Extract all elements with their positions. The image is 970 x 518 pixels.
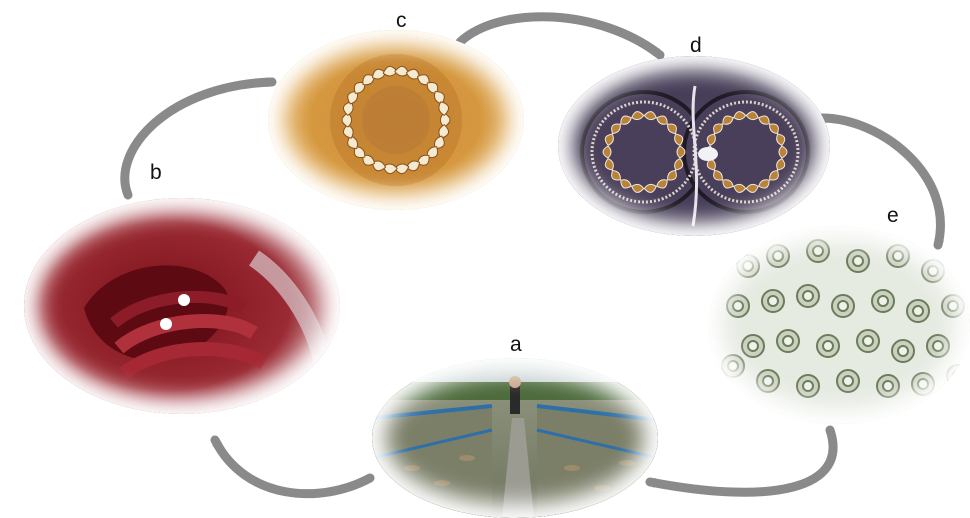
arrow-e-to-a: [650, 430, 833, 492]
arrow-c-to-d: [460, 17, 660, 55]
arrow-b-to-c: [125, 82, 272, 195]
arrow-a-to-b: [215, 440, 370, 494]
stage-d-image: [558, 56, 830, 236]
stage-a-image: [372, 358, 658, 518]
stage-b-image: [24, 198, 340, 414]
stage-d-label: d: [690, 35, 702, 56]
stage-c-image: [268, 30, 524, 210]
stage-e-image: [708, 226, 970, 424]
stage-a-label: a: [510, 334, 522, 355]
stage-b-label: b: [150, 162, 162, 183]
stage-e-label: e: [887, 205, 899, 226]
stage-c-label: c: [396, 10, 407, 31]
